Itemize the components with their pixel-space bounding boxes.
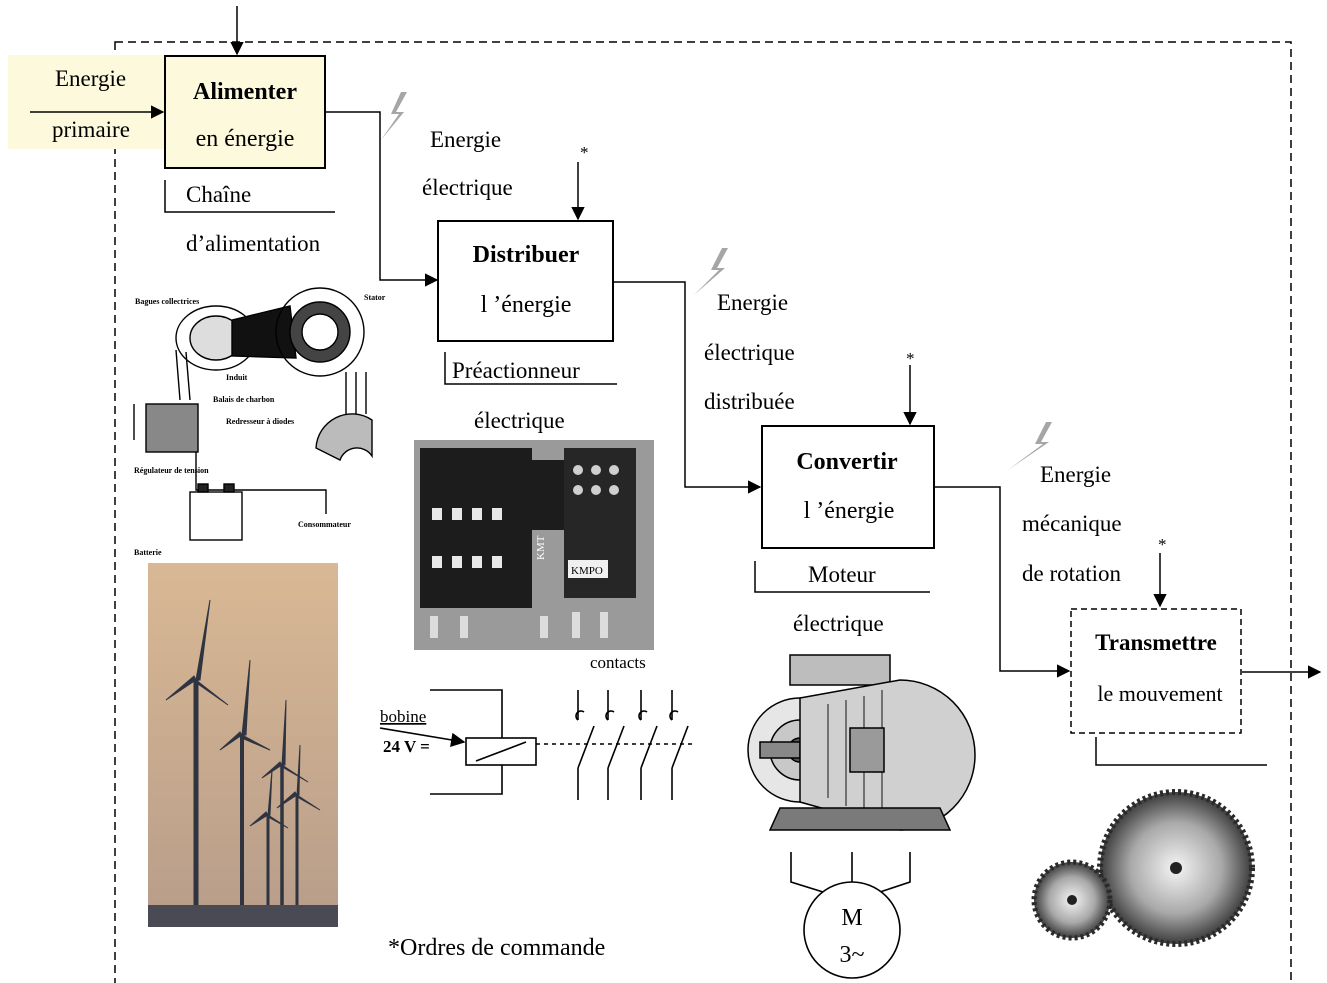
flow-distributed-line1: Energie bbox=[717, 290, 788, 315]
legend-orders: *Ordres de commande bbox=[388, 935, 605, 961]
block-distribuer-title: Distribuer bbox=[473, 242, 580, 268]
flow-electric-label: Energie électrique bbox=[422, 127, 513, 200]
block-alimenter-subtitle: en énergie bbox=[196, 126, 295, 152]
lightning-icon-3 bbox=[1008, 422, 1052, 470]
connector-distribuer-convertir bbox=[613, 281, 762, 494]
contactor-label-kmt: KMT bbox=[535, 535, 547, 560]
caption-alimenter-line1: Chaîne bbox=[186, 182, 251, 207]
caption-distribuer: Préactionneur électrique bbox=[444, 352, 617, 433]
alternator-label-batterie: Batterie bbox=[134, 548, 162, 557]
alternator-illustration: Bagues collectrices Stator Induit Balais… bbox=[133, 287, 386, 557]
caption-distribuer-line2: électrique bbox=[474, 408, 565, 433]
block-convertir: Convertir l ’énergie bbox=[761, 425, 935, 549]
lightning-icon-2 bbox=[694, 248, 728, 295]
connector-convertir-transmettre bbox=[934, 486, 1071, 678]
block-transmettre-subtitle: le mouvement bbox=[1097, 681, 1222, 706]
primary-energy-line2: primaire bbox=[52, 117, 130, 142]
flow-distributed-label: Energie électrique distribuée bbox=[704, 290, 795, 414]
order-marker-convertir: * bbox=[906, 349, 915, 368]
motor-symbol-phases: 3~ bbox=[840, 942, 865, 968]
caption-convertir: Moteur électrique bbox=[754, 561, 930, 636]
motor-symbol bbox=[790, 852, 911, 979]
alternator-label-stator: Stator bbox=[364, 293, 386, 302]
flow-distributed-line2: électrique bbox=[704, 340, 795, 365]
caption-alimenter-line2: d’alimentation bbox=[186, 231, 321, 256]
block-transmettre: Transmettre le mouvement bbox=[1070, 608, 1242, 734]
relay-contacts-label: contacts bbox=[590, 653, 646, 672]
flow-electric-line1: Energie bbox=[430, 127, 501, 152]
wind-turbine-photo bbox=[148, 563, 338, 927]
caption-alimenter: Chaîne d’alimentation bbox=[164, 180, 335, 256]
primary-energy-line1: Energie bbox=[55, 66, 126, 91]
flow-distributed-line3: distribuée bbox=[704, 389, 795, 414]
gears-illustration bbox=[1031, 789, 1255, 947]
block-distribuer-subtitle: l ’énergie bbox=[481, 292, 572, 318]
alternator-label-bagues: Bagues collectrices bbox=[135, 297, 199, 306]
flow-mechanical-label: Energie mécanique de rotation bbox=[1022, 462, 1122, 586]
flow-electric-line2: électrique bbox=[422, 175, 513, 200]
electric-motor-illustration bbox=[747, 654, 976, 831]
alternator-label-induit: Induit bbox=[226, 373, 248, 382]
system-boundary-frame bbox=[114, 41, 1292, 983]
block-alimenter-title: Alimenter bbox=[193, 79, 297, 105]
flow-mechanical-line3: de rotation bbox=[1022, 561, 1121, 586]
block-convertir-subtitle: l ’énergie bbox=[804, 498, 895, 524]
order-marker-transmettre: * bbox=[1158, 535, 1167, 554]
alternator-label-balais: Balais de charbon bbox=[213, 395, 275, 404]
primary-energy-highlight bbox=[8, 55, 170, 149]
relay-voltage-label: 24 V = bbox=[383, 737, 430, 756]
contactor-photo: KMT KMPO bbox=[414, 440, 654, 650]
alternator-label-regulateur: Régulateur de tension bbox=[134, 466, 209, 475]
lightning-icon bbox=[381, 92, 407, 140]
flow-mechanical-line2: mécanique bbox=[1022, 511, 1122, 536]
motor-symbol-letter: M bbox=[841, 905, 862, 931]
caption-convertir-line2: électrique bbox=[793, 611, 884, 636]
block-alimenter: Alimenter en énergie bbox=[164, 55, 326, 169]
caption-transmettre-bracket bbox=[1095, 737, 1267, 766]
connector-alimenter-distribuer bbox=[325, 111, 439, 287]
alternator-label-redresseur: Redresseur à diodes bbox=[226, 417, 294, 426]
contactor-label-kmpo: KMPO bbox=[571, 565, 603, 577]
caption-distribuer-line1: Préactionneur bbox=[452, 358, 580, 383]
order-marker-distribuer: * bbox=[580, 143, 589, 162]
caption-convertir-line1: Moteur bbox=[808, 562, 876, 587]
alternator-label-consommateur: Consommateur bbox=[298, 520, 351, 529]
block-convertir-title: Convertir bbox=[796, 449, 898, 475]
block-transmettre-title: Transmettre bbox=[1095, 630, 1217, 655]
flow-mechanical-line1: Energie bbox=[1040, 462, 1111, 487]
block-distribuer: Distribuer l ’énergie bbox=[437, 220, 614, 342]
relay-schematic bbox=[379, 689, 696, 800]
relay-coil-label: bobine bbox=[380, 707, 426, 726]
